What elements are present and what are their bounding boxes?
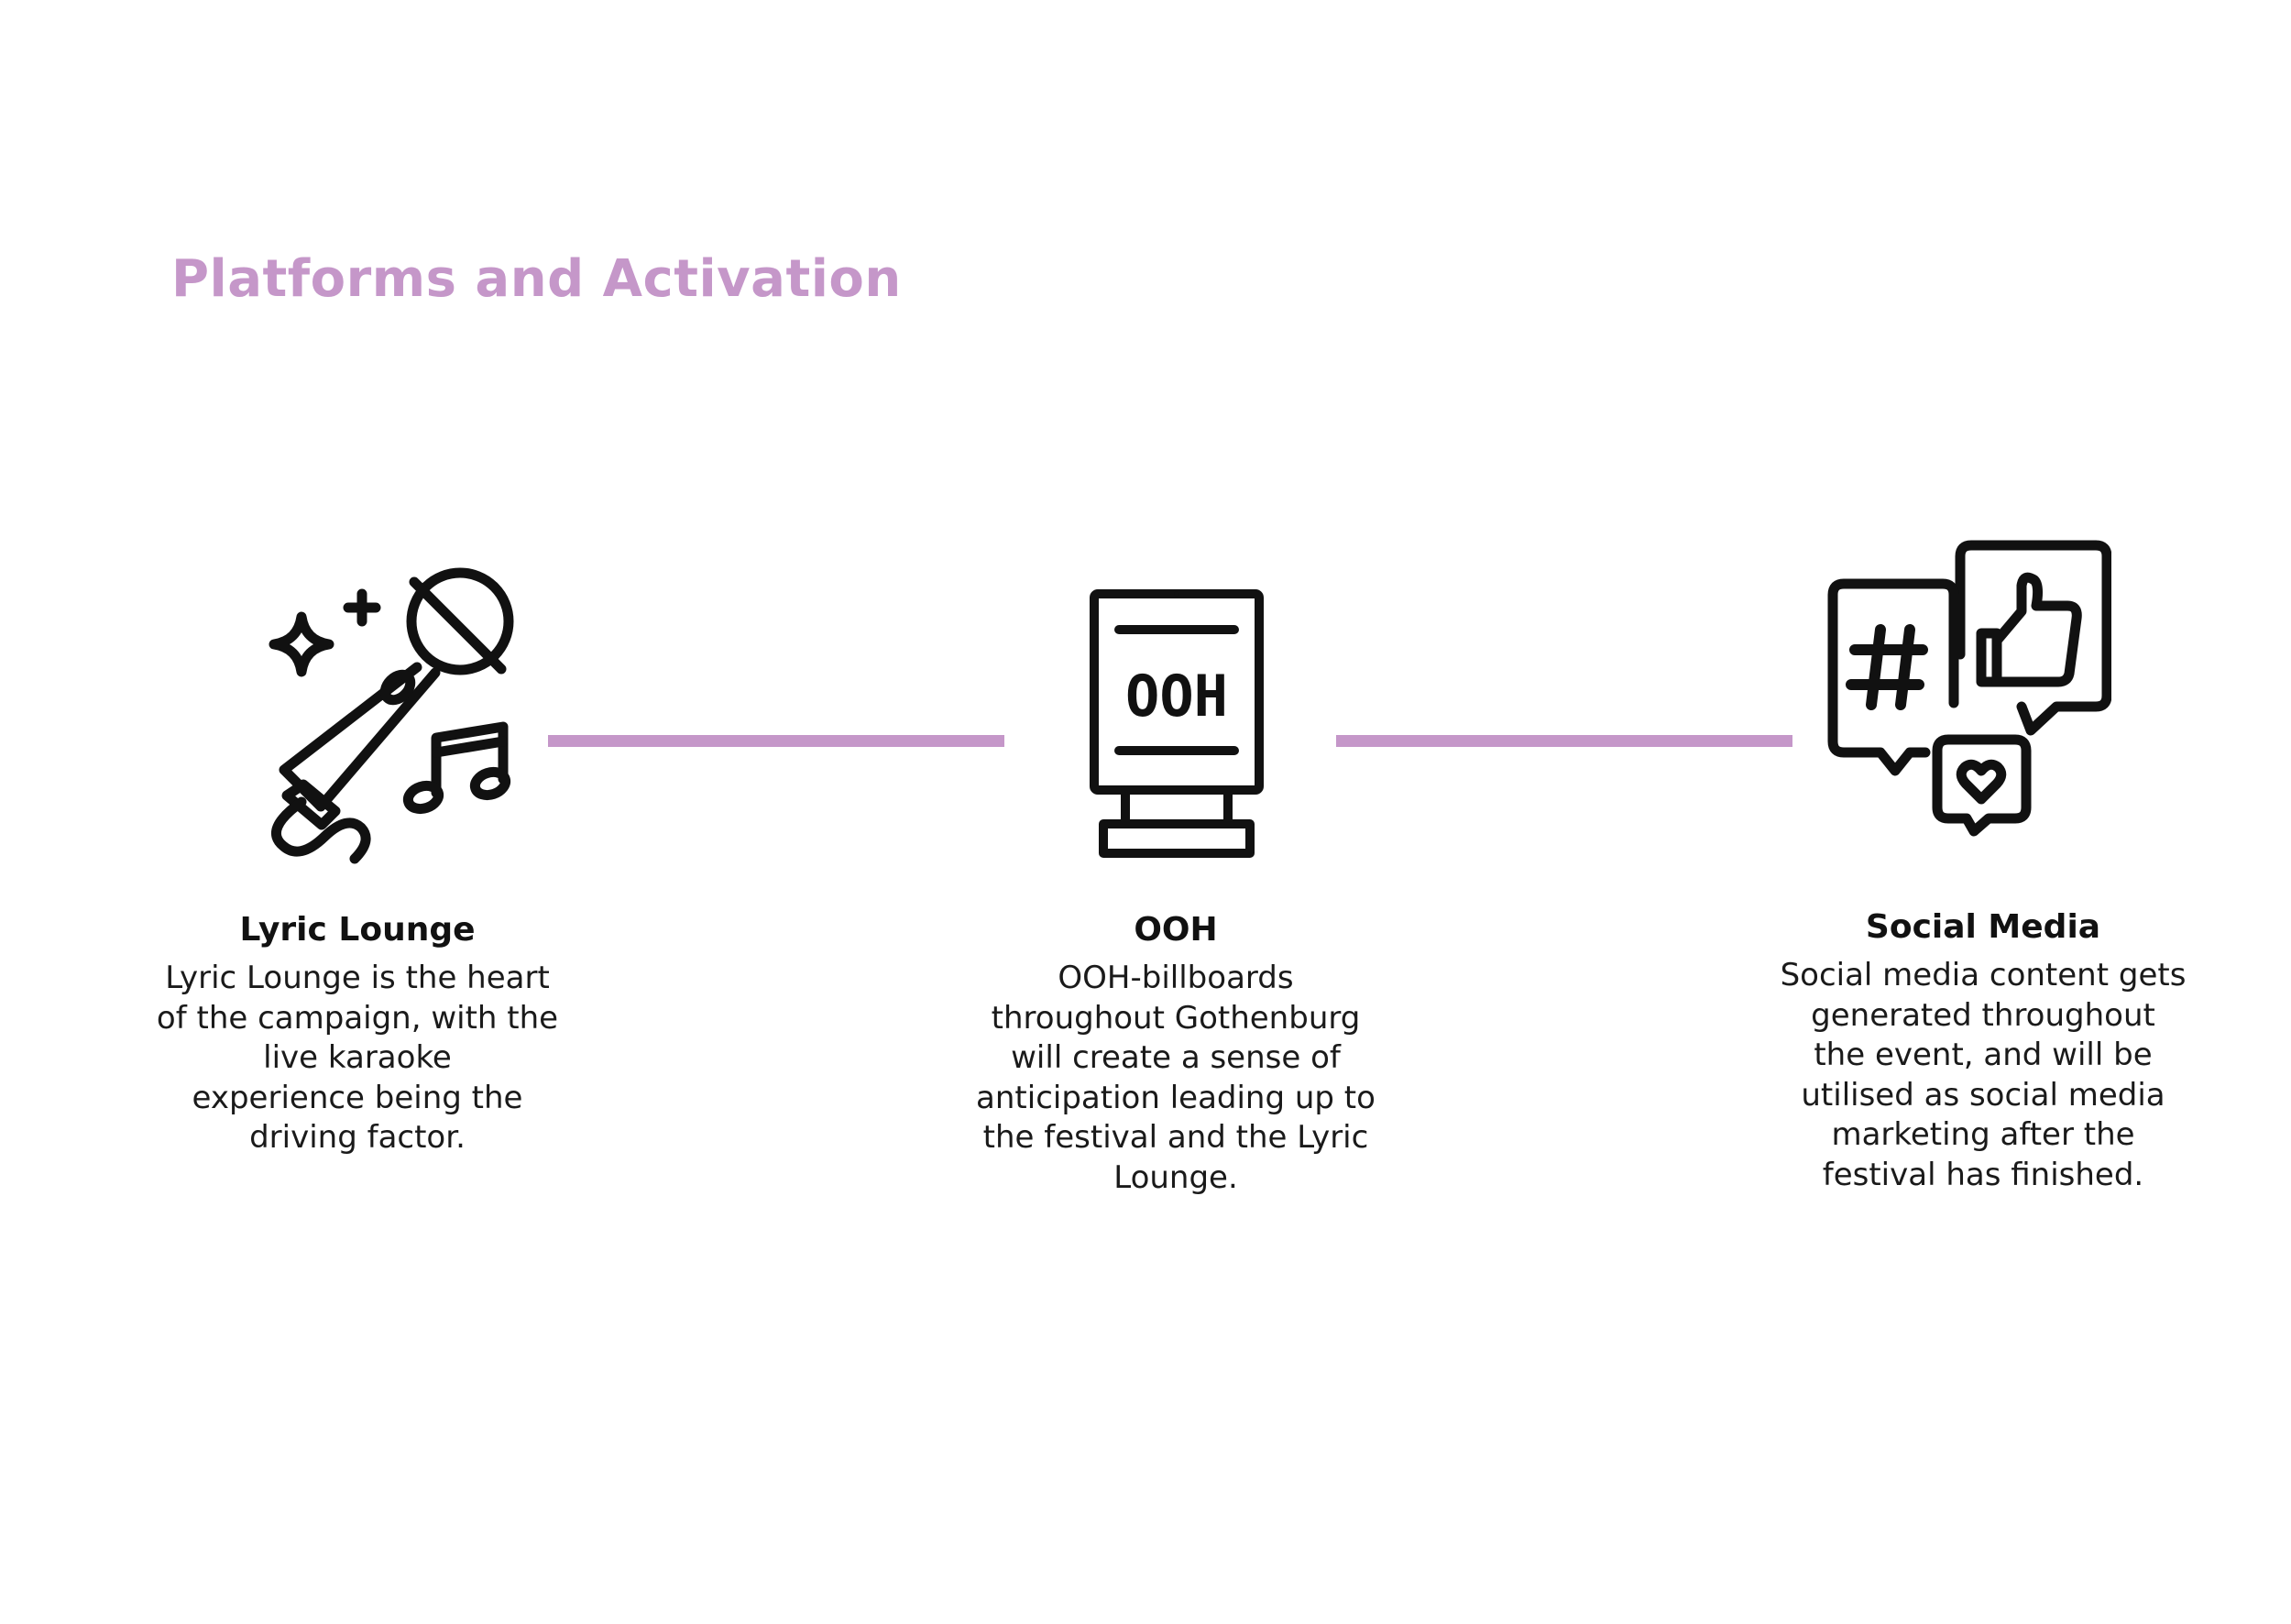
ooh-billboard-label: OOH: [1125, 663, 1228, 730]
platform-ooh: OOH OOH-billboards throughout Gothenburg…: [919, 907, 1432, 1198]
connector-line-1: [548, 735, 1004, 747]
platform-heading: OOH: [1134, 911, 1218, 949]
ooh-billboard-icon: OOH: [1090, 589, 1264, 858]
platform-description: OOH-billboards throughout Gothenburg wil…: [976, 960, 1376, 1196]
page-title: Platforms and Activation: [171, 249, 902, 309]
microphone-music-icon: [269, 567, 514, 864]
platform-description: Lyric Lounge is the heart of the campaig…: [156, 960, 559, 1156]
platform-social-media: Social Media Social media content gets g…: [1726, 905, 2240, 1195]
platform-heading: Social Media: [1865, 908, 2101, 946]
social-media-bubbles-icon: [1827, 540, 2111, 837]
platform-lyric-lounge: Lyric Lounge Lyric Lounge is the heart o…: [101, 907, 614, 1158]
connector-line-2: [1336, 735, 1792, 747]
platform-heading: Lyric Lounge: [239, 911, 476, 949]
platform-description: Social media content gets generated thro…: [1780, 957, 2187, 1193]
